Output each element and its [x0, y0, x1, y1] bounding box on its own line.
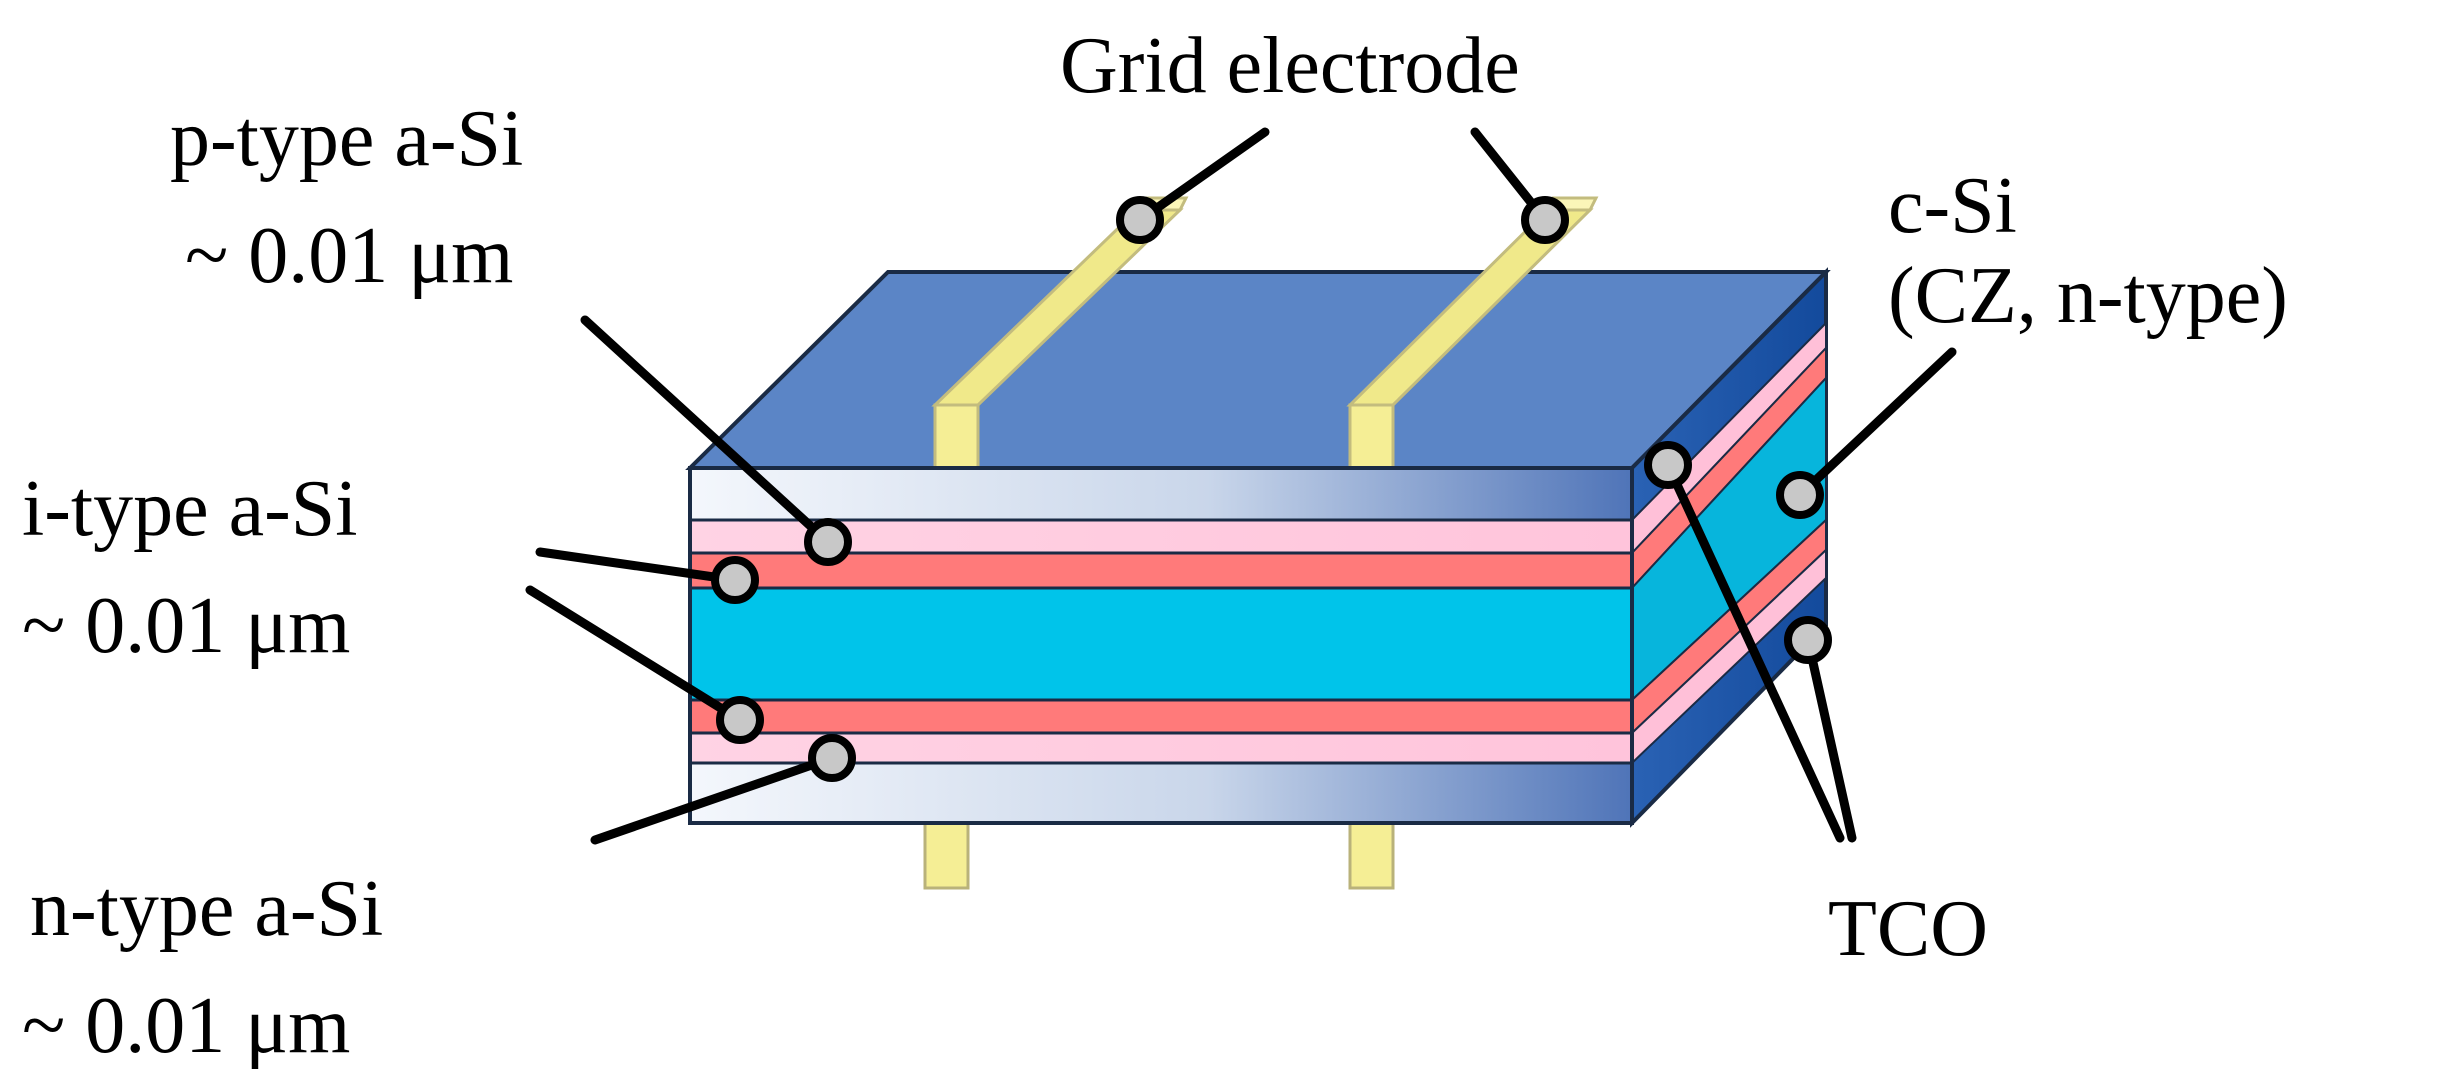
top-grid-electrodes	[931, 196, 1599, 470]
dot-p-type	[804, 518, 852, 566]
pointer-p-type	[580, 315, 833, 547]
pointer-n-type	[590, 753, 837, 845]
cell-top-face	[685, 270, 1831, 470]
pointer-dots	[711, 196, 1832, 782]
dot-i-type-top	[711, 556, 759, 604]
top-electrode-right-front	[1348, 403, 1395, 470]
pointer-i-type-top	[535, 547, 740, 585]
top-electrode-left-front	[933, 403, 980, 470]
labels: Grid electrode p-type a-Si ~ 0.01 μm i-t…	[22, 22, 2288, 1070]
pointer-tco-top	[1663, 460, 1845, 843]
front-i-layer-bottom	[690, 700, 1632, 733]
label-p-type-thickness: ~ 0.01 μm	[185, 212, 513, 300]
pointer-i-type-bottom	[525, 585, 745, 725]
label-i-type-thickness: ~ 0.01 μm	[22, 582, 350, 670]
label-grid-electrode: Grid electrode	[1060, 22, 1520, 110]
front-tco-top	[690, 468, 1632, 520]
front-c-si-layer	[690, 588, 1632, 700]
label-c-si-detail: (CZ, n-type)	[1888, 252, 2288, 340]
pointer-grid-left	[1135, 127, 1270, 225]
dot-c-si	[1776, 471, 1824, 519]
dot-tco-top	[1644, 441, 1692, 489]
label-tco: TCO	[1828, 885, 1988, 973]
pointer-c-si	[1795, 347, 1957, 500]
pointer-lines	[525, 127, 1957, 845]
front-i-layer-top	[690, 553, 1632, 588]
label-i-type-name: i-type a-Si	[22, 465, 357, 553]
label-c-si-name: c-Si	[1888, 162, 2017, 250]
dot-i-type-bottom	[716, 696, 764, 744]
cell-front-face	[688, 466, 1634, 825]
pointer-tco-bottom	[1803, 635, 1857, 843]
dot-grid-left	[1116, 196, 1164, 244]
label-n-type-name: n-type a-Si	[30, 865, 383, 953]
label-n-type-thickness: ~ 0.01 μm	[22, 982, 350, 1070]
dot-grid-right	[1521, 196, 1569, 244]
bottom-electrode-right-front	[1348, 818, 1395, 890]
dot-tco-bottom	[1784, 616, 1832, 664]
bottom-electrode-left-front	[923, 818, 970, 890]
label-p-type-name: p-type a-Si	[170, 95, 523, 183]
dot-n-type	[808, 734, 856, 782]
